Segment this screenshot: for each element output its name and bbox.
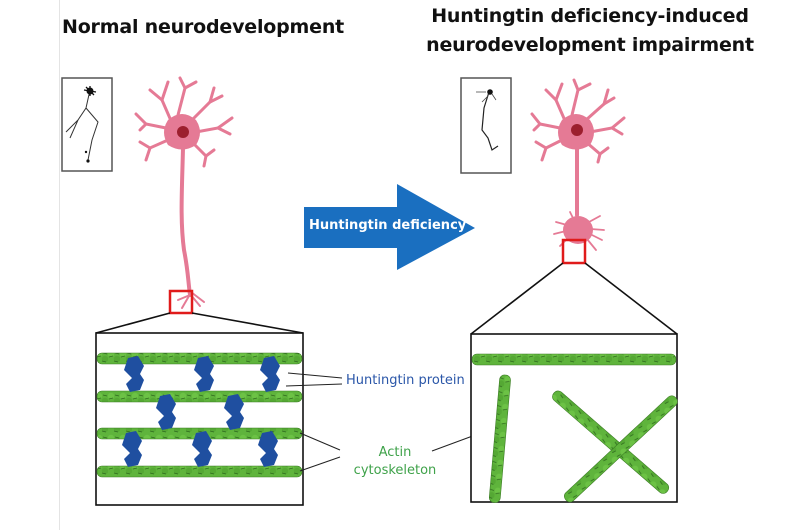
label-huntingtin-protein: Huntingtin protein (346, 373, 465, 388)
label-actin-cytoskeleton: Actin cytoskeleton (350, 444, 440, 480)
micrograph-normal (61, 77, 113, 172)
title-normal-neurodevelopment: Normal neurodevelopment (62, 16, 345, 38)
huntingtin-protein (156, 394, 176, 430)
huntingtin-proteins (122, 356, 280, 467)
page-edge-divider (59, 0, 60, 530)
actin-filament (96, 465, 303, 478)
highlight-box-normal (168, 289, 194, 315)
zoom-panel-deficient (470, 333, 678, 503)
nucleus-normal (177, 126, 189, 138)
huntingtin-protein (258, 431, 278, 467)
actin-filament (488, 374, 511, 503)
micrograph-deficient (460, 77, 512, 174)
huntingtin-protein (122, 431, 142, 467)
huntingtin-protein (194, 356, 214, 392)
label-actin-line1: Actin (378, 445, 412, 460)
neuron-deficient (530, 78, 626, 251)
actin-filament (552, 390, 670, 494)
neuron-normal (134, 76, 234, 309)
actin-filament (471, 353, 677, 366)
growth-cone-collapsed (563, 216, 593, 244)
zoom-panel-normal (95, 332, 304, 506)
zoom-lines-normal (95, 312, 304, 334)
huntingtin-protein (260, 356, 280, 392)
actin-filament (96, 390, 303, 403)
huntingtin-deficiency-arrow (304, 184, 475, 270)
label-actin-line2: cytoskeleton (353, 463, 437, 478)
arrow-label: Huntingtin deficiency (309, 218, 467, 233)
nucleus-deficient (571, 124, 583, 136)
title-impairment: Huntingtin deficiency-induced neurodevel… (410, 2, 770, 60)
huntingtin-protein (224, 394, 244, 430)
zoom-lines-deficient (470, 262, 678, 335)
actin-filament (564, 395, 678, 503)
huntingtin-protein (192, 431, 212, 467)
huntingtin-protein (124, 356, 144, 392)
highlight-box-deficient (561, 238, 587, 265)
title-impairment-line1: Huntingtin deficiency-induced (431, 5, 749, 27)
title-impairment-line2: neurodevelopment impairment (426, 34, 754, 56)
